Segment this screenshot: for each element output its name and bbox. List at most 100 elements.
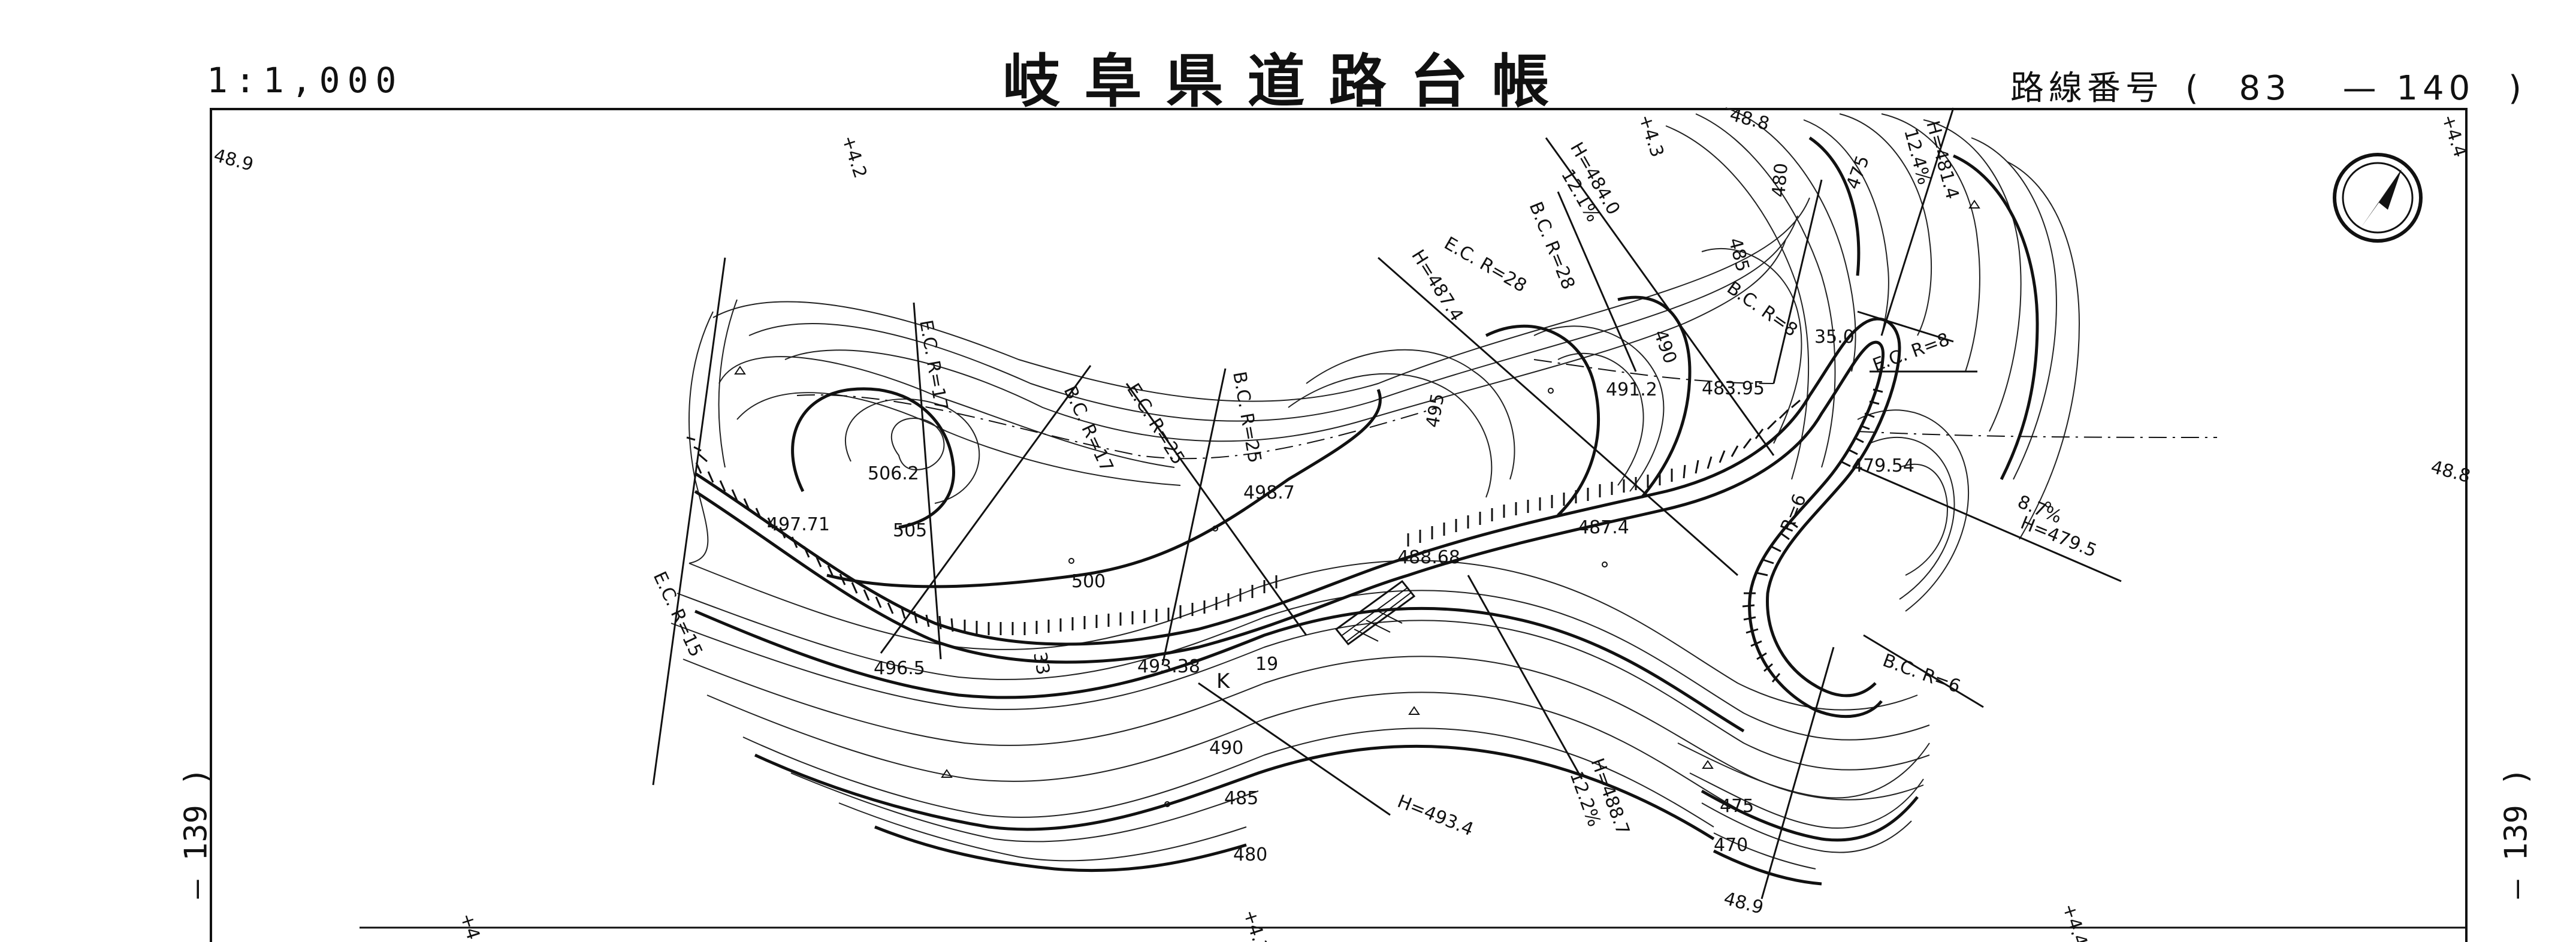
contour-line (790, 772, 1259, 843)
elevation-label: 493.38 (1137, 656, 1200, 677)
station-line (1545, 137, 1775, 456)
curve-label: E.C. R=8 (1870, 329, 1953, 376)
reference-line (1857, 431, 2218, 438)
hatch-marks (695, 462, 1278, 635)
contour-line (1695, 113, 1836, 468)
route-number-block: 路線番号 ( 83 — 140 ) (2010, 61, 2526, 110)
grid-mark: +4.3 (1239, 907, 1272, 942)
contour-line (688, 560, 1918, 711)
ridge-line (796, 394, 1439, 460)
contour-line (706, 692, 1738, 810)
elevation-label: 35.0 (1814, 327, 1855, 348)
station-line (1198, 682, 1391, 816)
elevation-label: 496.5 (874, 658, 925, 679)
field-symbol (1548, 388, 1554, 394)
north-arrow-icon (2333, 153, 2423, 243)
route-number-label: 路線番号 (2010, 69, 2164, 108)
contour-line (718, 299, 738, 468)
field-symbol (1602, 561, 1608, 567)
station-lines (652, 107, 2122, 899)
contour-line (1677, 742, 1930, 799)
contour-line (682, 656, 1924, 801)
contour-line (712, 197, 1810, 402)
elevation-label: 483.95 (1702, 378, 1765, 399)
contour-line (1713, 832, 1816, 869)
road-edge-upper (694, 317, 1901, 698)
curve-label: R=6 (1777, 491, 1811, 535)
grid-mark: +4.2 (455, 911, 489, 942)
reference-line (1533, 359, 1774, 384)
gradient-label: H=493.4 (1394, 791, 1476, 840)
contour-line (1881, 113, 1980, 372)
elevation-label: 490 (1649, 327, 1680, 367)
road-edge-lower (694, 340, 1885, 718)
elevation-label: 498.7 (1243, 482, 1295, 503)
index-contour-495 (1485, 324, 1600, 517)
curve-label: B.C. R=17 (1059, 383, 1118, 476)
station-line (1557, 191, 1637, 372)
station-number: 19 (1255, 654, 1278, 675)
centerline (796, 359, 2218, 460)
elevation-label: 479.54 (1852, 455, 1914, 476)
wasteland-symbol (1408, 706, 1420, 715)
station-line (652, 257, 726, 786)
curve-label: B.C. R=28 (1525, 199, 1579, 292)
contour-hilltop (890, 418, 945, 470)
index-contour-475-lower (1701, 789, 1919, 842)
curve-label: E.C. R=15 (649, 569, 706, 660)
elevation-label: 475 (1843, 153, 1874, 192)
contour-line (742, 727, 1714, 828)
station-line (1467, 575, 1583, 780)
curve-label: B.C. R=8 (1723, 277, 1801, 341)
elevation-label: 495 (1422, 392, 1448, 429)
map-labels: 48.9 +4.2 +4.3 48.8 +4.4 48.8 +4.2 +4.3 … (212, 104, 2473, 942)
elevation-label: 490 (1209, 738, 1243, 759)
land-symbols (734, 200, 2051, 807)
route-paren-open: ( (2185, 69, 2203, 108)
index-contour-500 (826, 389, 1382, 588)
elevation-label: 475 (1720, 796, 1754, 817)
contour-line (1288, 373, 1493, 498)
grid-mark: 48.8 (2429, 457, 2473, 487)
contour-line (1689, 772, 1924, 829)
station-line (1161, 368, 1227, 666)
cut-slope-hatching (686, 388, 1883, 683)
elevation-label: 500 (1071, 571, 1106, 592)
grid-mark: 48.9 (1722, 888, 1766, 919)
curve-label: E.C. R=28 (1440, 233, 1530, 297)
contour-line (1869, 437, 1955, 600)
contour-line (1857, 409, 1970, 612)
grid-mark: +4.4 (2437, 112, 2471, 160)
elevation-label: 485 (1224, 788, 1258, 809)
wasteland-symbol (1702, 760, 1714, 769)
curve-label: B.C. R=25 (1228, 370, 1265, 464)
station-line (1880, 107, 1955, 336)
map-scale: 1:1,000 (207, 60, 404, 101)
elevation-label: 487.4 (1578, 517, 1629, 538)
field-symbol (2045, 502, 2051, 508)
contour-line (736, 392, 1181, 486)
index-contour-505 (791, 387, 955, 529)
wasteland-symbol (1968, 200, 1980, 209)
sheet-title: 岐阜県道路台帳 (1002, 47, 1574, 115)
station-line (1857, 310, 1954, 343)
wasteland-symbol (734, 366, 746, 375)
contour-line (838, 802, 1247, 862)
contour-line (1557, 352, 1644, 486)
contour-line (1899, 463, 1949, 576)
station-line (1772, 179, 1823, 384)
hatch-marks (1840, 388, 1883, 467)
field-symbol (1164, 801, 1170, 807)
hatch-marks (1742, 520, 1798, 683)
index-contour-490-lower (694, 606, 1745, 733)
elevation-label: 505 (893, 520, 927, 541)
grid-mark: +4.3 (1634, 112, 1668, 160)
station-line (880, 365, 1092, 654)
survey-mark: K (1216, 669, 1231, 693)
wasteland-symbol (941, 769, 953, 778)
contour-line (1923, 119, 2022, 432)
contour-line (1725, 107, 1856, 372)
station-line (1378, 256, 1738, 576)
station-line (1863, 634, 1984, 708)
